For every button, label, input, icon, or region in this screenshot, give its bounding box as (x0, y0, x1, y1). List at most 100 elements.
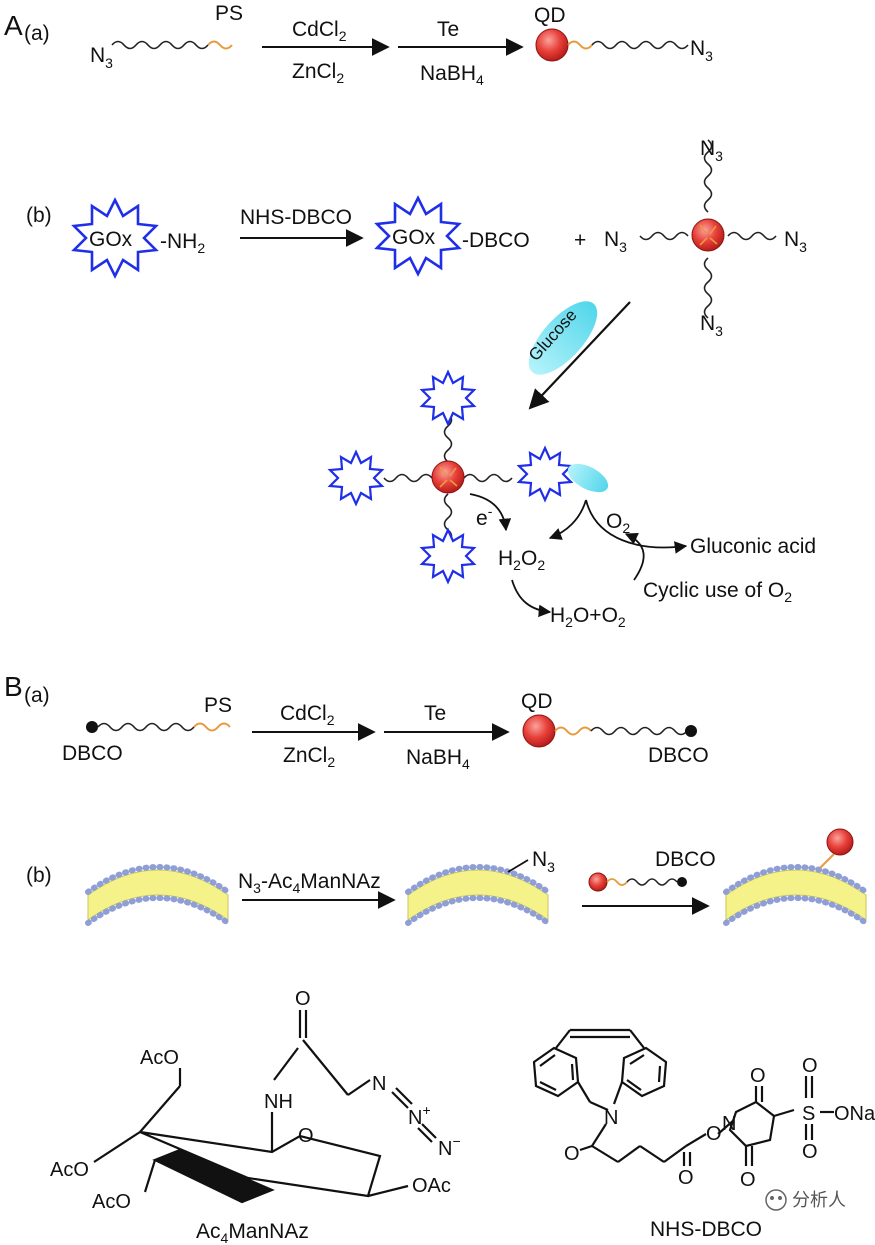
membrane-3 (723, 853, 869, 926)
qd4-n3-top: N3 (700, 137, 723, 164)
a-a-step1-top: CdCl2 (292, 18, 347, 44)
b-b-dbco: DBCO (655, 848, 716, 871)
b-a-ps-left (193, 722, 231, 732)
glucose-arrow (528, 301, 631, 410)
electron-label: e- (476, 503, 493, 530)
b-a-ps-right (554, 726, 592, 736)
panel-b-label: B (4, 671, 23, 702)
dbco-o-succ-top: O (750, 1065, 766, 1087)
qd4-arm-bottom (703, 257, 713, 319)
dbco-o-carbonyl: O (564, 1143, 580, 1165)
a-b-reagent: NHS-DBCO (240, 206, 352, 229)
membrane-2 (405, 859, 551, 926)
b-b-ps-small (606, 878, 628, 886)
a-a-qd-label: QD (534, 4, 566, 27)
ac4-name: Ac4ManNAz (196, 1220, 309, 1245)
ac4-oac: OAc (412, 1175, 451, 1197)
b-a-dbco-dot-left (86, 721, 98, 733)
ac4mannaz-structure (93, 1010, 437, 1204)
a-a-n3-right: N3 (690, 37, 713, 64)
a-a-qd-sphere (535, 28, 569, 62)
membrane-3-qd (826, 828, 854, 856)
b-a-dbco-right-label: DBCO (648, 744, 709, 767)
b-b-n3: N3 (532, 848, 555, 875)
qd4-arm-left (639, 231, 689, 241)
gox-2-label: GOx (392, 226, 436, 249)
watermark: 分析人 (765, 1189, 846, 1211)
b-a-step2-bottom: NaBH4 (406, 746, 470, 772)
ac4-o-top: O (295, 988, 311, 1010)
dbco-o-ester: O (678, 1167, 694, 1189)
panel-a-label: A (4, 10, 23, 41)
b-a-step1-bottom: ZnCl2 (283, 744, 335, 770)
qd4-n3-bottom: N3 (700, 312, 723, 339)
b-b-reagent: N3-Ac4ManNAz (238, 870, 381, 896)
conj-gox-left-icon (327, 449, 385, 507)
ac4-ring-o: O (298, 1125, 314, 1147)
a-a-chain-wavy (111, 40, 209, 50)
dbco-o-s-bot: O (802, 1141, 818, 1163)
b-a-chain-right (590, 726, 688, 736)
qd4-n3-right: N3 (784, 228, 807, 255)
gluconic-label: Gluconic acid (690, 535, 816, 558)
nhs-dbco-structure (532, 1028, 834, 1166)
conj-ps-ligands (439, 466, 458, 488)
dbco-s: S (802, 1103, 815, 1125)
b-a-chain-left (97, 722, 195, 732)
dbco-o-link: O (706, 1123, 722, 1145)
gox-star-2-icon (374, 195, 462, 277)
b-a-qd-sphere (522, 714, 556, 748)
qd4-ps-ligands (699, 224, 718, 246)
a-a-ps-label: PS (215, 2, 243, 25)
h2o-o2-label: H2O+O2 (550, 604, 626, 630)
a-a-chain-right (591, 40, 689, 50)
qd4-arm-right (727, 231, 777, 241)
conj-arm-right (463, 473, 513, 483)
ac4-nh: NH (264, 1091, 293, 1113)
a-a-step2-bottom: NaBH4 (420, 62, 484, 88)
gox-nh2: -NH2 (160, 230, 205, 256)
qd4-sphere (691, 218, 725, 252)
b-a-ps-label: PS (204, 694, 232, 717)
dbco-o-succ-bot: O (740, 1169, 756, 1191)
ac4-n-chain: N (372, 1073, 386, 1095)
panel-b-a-sub: (a) (24, 684, 50, 707)
a-a-n3-left: N3 (90, 44, 113, 71)
conj-qd-sphere (431, 460, 465, 494)
gox-label: GOx (89, 228, 133, 251)
b-a-step2-top: Te (424, 702, 446, 725)
conj-glucose-bound (567, 463, 609, 493)
ac4-aco-mid: AcO (50, 1159, 89, 1181)
b-b-dbco-dot (677, 877, 687, 887)
membrane-1 (85, 864, 231, 926)
gox-dbco: -DBCO (462, 229, 530, 252)
cyclic-label: Cyclic use of O2 (643, 579, 792, 605)
dbco-name: NHS-DBCO (650, 1218, 762, 1241)
o2-to-h2o2-arrow (548, 499, 587, 540)
qd4-n3-left: N3 (604, 228, 627, 255)
h2o2-label: H2O2 (498, 547, 545, 573)
dbco-ona: ONa (834, 1103, 875, 1125)
panel-a-a-sub: (a) (24, 22, 50, 45)
o2-label: O2 (606, 510, 630, 536)
ac4-n-minus: N− (438, 1133, 461, 1160)
gox-star-icon (71, 197, 159, 279)
ac4-aco-top: AcO (140, 1047, 179, 1069)
conj-arm-left (383, 473, 433, 483)
h2o2-decomp-arrow (511, 579, 552, 618)
b-b-chain-small (626, 878, 678, 886)
a-a-step2-top: Te (437, 18, 459, 41)
b-a-step1-top: CdCl2 (280, 702, 335, 728)
b-a-dbco-left-label: DBCO (62, 742, 123, 765)
electron-arrow (469, 493, 512, 532)
panel-a-b-sub: (b) (26, 204, 52, 227)
o2-recycle-arrow (624, 532, 645, 581)
ac4-n-plus: N+ (408, 1102, 431, 1129)
conj-gox-top-icon (419, 369, 477, 427)
b-a-qd-label: QD (521, 690, 553, 713)
conj-arm-bottom (443, 493, 453, 543)
a-a-ps-right (567, 40, 593, 50)
conj-gox-bottom-icon (419, 527, 477, 585)
watermark-text: 分析人 (792, 1190, 846, 1210)
